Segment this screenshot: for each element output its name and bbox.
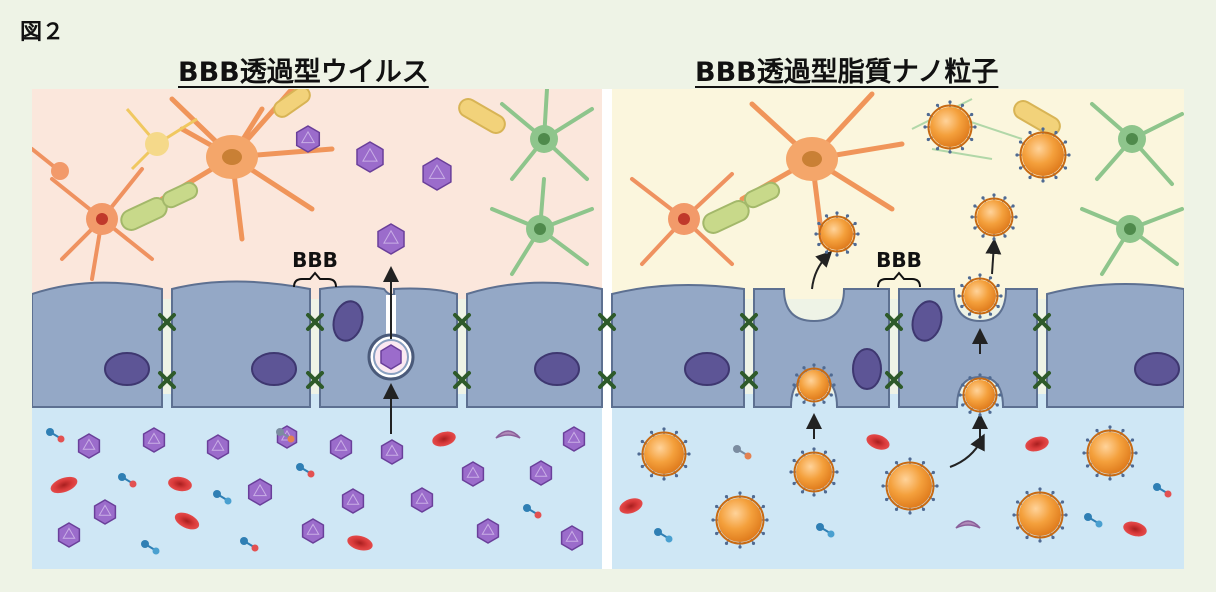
lipid-nanoparticle-icon (814, 211, 860, 257)
virus-group (57, 125, 586, 551)
virus-icon (461, 461, 485, 487)
cell-nucleus (104, 352, 150, 386)
virus-icon (422, 157, 452, 191)
lipid-nanoparticle-icon (1015, 127, 1071, 183)
red-blood-cell-icon (50, 476, 78, 494)
virus-icon (341, 488, 365, 514)
protein-icon (118, 473, 137, 488)
protein-group (46, 428, 1172, 555)
panel-title-lnp: BBB透過型脂質ナノ粒子 (695, 57, 999, 88)
red-blood-cell-icon (619, 498, 643, 514)
red-blood-cell-icon (168, 476, 192, 492)
virus-icon (410, 487, 434, 513)
endothelial-cell (1046, 283, 1184, 408)
lipid-nanoparticle-icon (711, 491, 769, 549)
blood-region-left (32, 394, 602, 569)
virus-icon (142, 427, 166, 453)
rbc-group (50, 431, 1147, 551)
protein-icon (213, 490, 232, 505)
virus-icon (247, 478, 273, 506)
protein-icon (1153, 483, 1172, 498)
protein-icon (816, 523, 835, 538)
bbb-label-right: BBB (876, 248, 922, 272)
cell-nucleus (534, 352, 580, 386)
lipid-nanoparticle-icon (970, 193, 1018, 241)
panel-divider (602, 89, 612, 569)
antibody-icon (955, 520, 981, 529)
cell-nucleus (251, 352, 297, 386)
endothelial-cell (32, 281, 163, 408)
protein-icon (276, 428, 295, 443)
red-blood-cell-icon (1025, 436, 1049, 452)
panel-title-virus: BBB透過型ウイルス (178, 57, 429, 88)
red-blood-cell-icon (432, 431, 456, 447)
protein-icon (733, 445, 752, 460)
virus-icon (329, 434, 353, 460)
tight-junction-icon (598, 313, 1051, 389)
neuron-nucleus (222, 149, 242, 165)
red-blood-cell-icon (1123, 521, 1147, 537)
virus-icon (77, 433, 101, 459)
lipid-nanoparticle-icon (789, 447, 839, 497)
protein-icon (46, 428, 65, 443)
arrow-up (985, 238, 1002, 275)
red-blood-cell-icon (174, 512, 200, 530)
lipid-nanoparticle-icon (637, 427, 691, 481)
virus-icon (562, 426, 586, 452)
virus-icon (560, 525, 584, 551)
virus-icon (356, 141, 384, 173)
protein-icon (141, 540, 160, 555)
virus-icon (295, 125, 321, 153)
brain-region-left (32, 89, 602, 299)
brain-region-right (612, 89, 1184, 299)
cell-nucleus (332, 300, 364, 342)
lnp-group (637, 100, 1138, 549)
red-blood-cell-icon (347, 535, 373, 551)
bbb-bracket-left (293, 271, 337, 288)
arrow-curved (811, 250, 833, 290)
figure-label: 図２ (20, 20, 65, 45)
protein-icon (1084, 513, 1103, 528)
lipid-nanoparticle-icon (792, 363, 836, 407)
bbb-label-left: BBB (292, 248, 338, 272)
lipid-nanoparticle-icon (881, 457, 939, 515)
virus-icon (377, 223, 405, 255)
lipid-nanoparticle-icon (958, 373, 1002, 417)
protein-icon (523, 504, 542, 519)
red-blood-cell-icon (866, 434, 890, 450)
antibody-icon (495, 430, 521, 439)
lipid-nanoparticle-icon (1082, 425, 1138, 481)
lipid-nanoparticle-icon (1012, 487, 1068, 543)
tight-junction-icon (158, 313, 471, 389)
bbb-bracket-right (877, 271, 921, 288)
virus-icon (529, 460, 553, 486)
virus-in-vesicle (380, 344, 402, 370)
arrow-curved (949, 433, 985, 468)
virus-icon (206, 434, 230, 460)
protein-icon (296, 463, 315, 478)
virus-icon (93, 499, 117, 525)
endothelial-cell (171, 280, 311, 408)
lipid-nanoparticle-icon (957, 273, 1003, 319)
endothelial-cell (611, 284, 745, 408)
protein-icon (240, 537, 259, 552)
protein-icon (654, 528, 673, 543)
lipid-nanoparticle-icon (923, 100, 977, 154)
virus-icon (301, 518, 325, 544)
virus-icon (476, 518, 500, 544)
virus-icon (380, 439, 404, 465)
bbb-diagram: BBB BBB (32, 89, 1184, 569)
endothelial-cell (466, 281, 603, 408)
virus-icon (57, 522, 81, 548)
